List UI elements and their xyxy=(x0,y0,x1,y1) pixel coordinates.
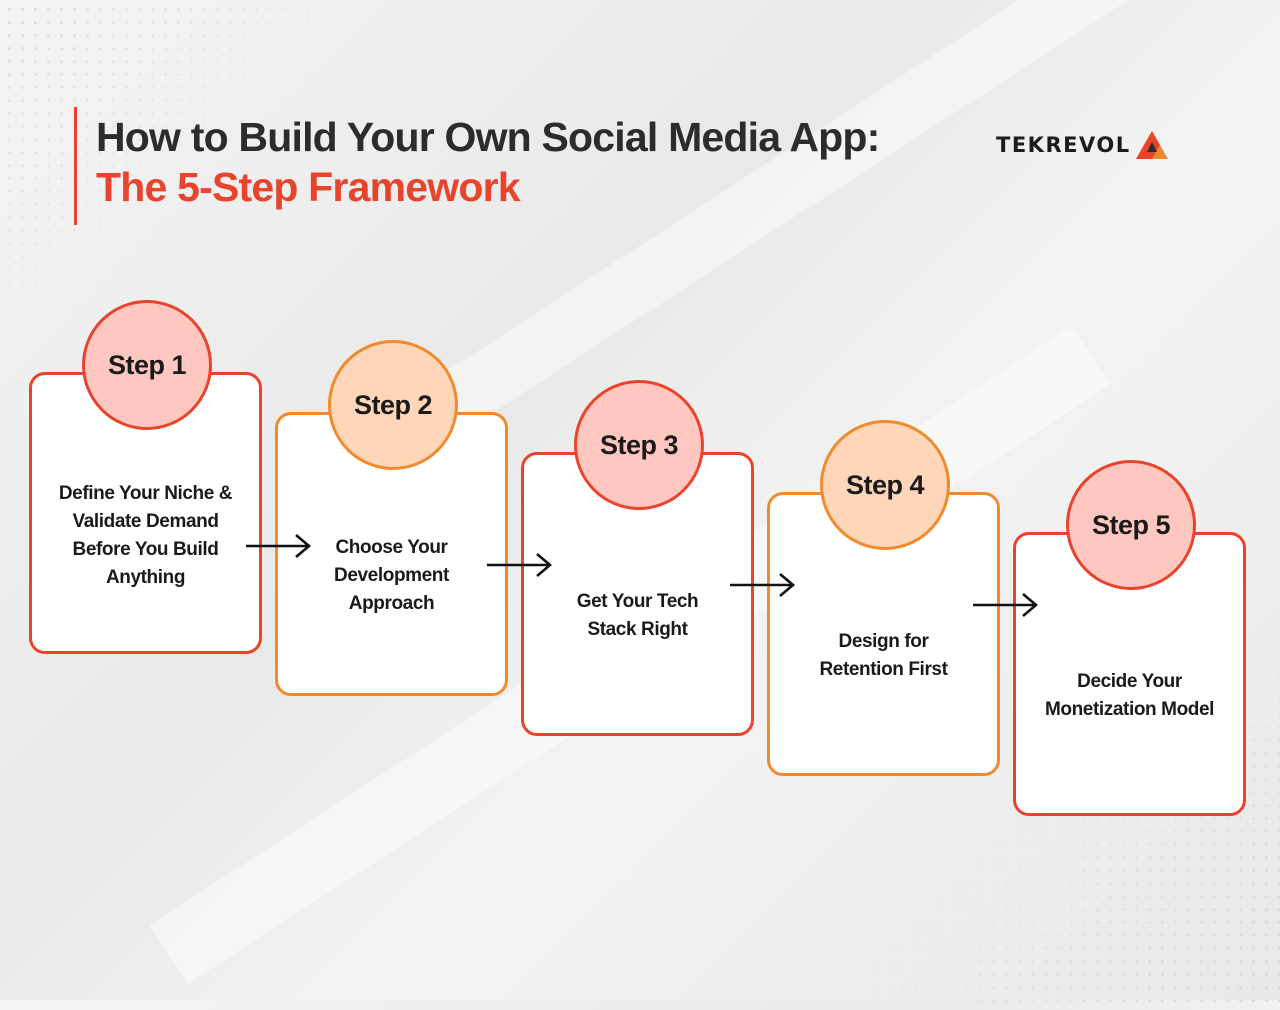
dot-pattern-top-left xyxy=(0,0,320,320)
logo-text: TEKREVOL xyxy=(996,133,1131,157)
step-3-badge: Step 3 xyxy=(574,380,704,510)
step-3-text: Get Your Tech Stack Right xyxy=(576,591,699,640)
step-4-badge: Step 4 xyxy=(820,420,950,550)
arrow-right-icon xyxy=(246,534,312,558)
step-2-badge: Step 2 xyxy=(328,340,458,470)
tekrevol-logo: TEKREVOL xyxy=(996,128,1169,162)
step-4-text: Design for Retention First xyxy=(819,631,948,680)
triangle-logo-icon xyxy=(1135,131,1168,159)
arrow-right-icon xyxy=(973,593,1039,617)
step-4-card: Design for Retention First xyxy=(767,492,1000,776)
title-accent-bar xyxy=(74,107,77,225)
step-2-text: Choose Your Development Approach xyxy=(334,537,449,614)
arrow-right-icon xyxy=(487,553,553,577)
step-5-text: Decide Your Monetization Model xyxy=(1044,671,1215,720)
step-5-badge: Step 5 xyxy=(1066,460,1196,590)
arrow-right-icon xyxy=(730,573,796,597)
page-title: How to Build Your Own Social Media App: xyxy=(96,114,880,160)
step-1-text: Define Your Niche & Validate Demand Befo… xyxy=(58,483,233,588)
step-1-badge: Step 1 xyxy=(82,300,212,430)
page-subtitle: The 5-Step Framework xyxy=(96,164,521,210)
